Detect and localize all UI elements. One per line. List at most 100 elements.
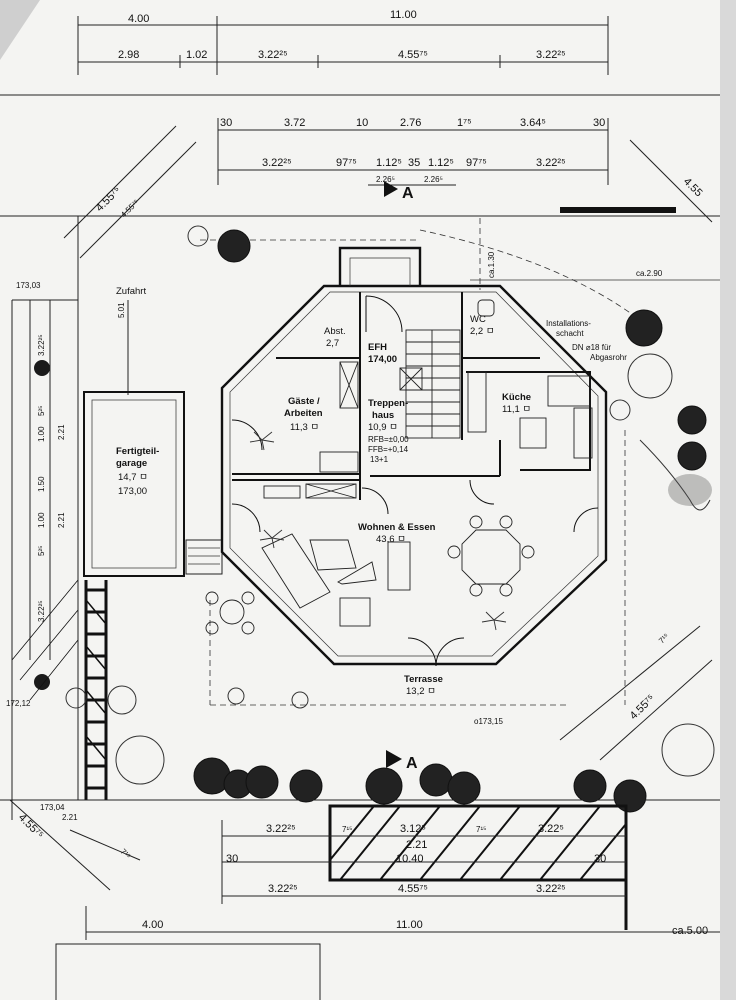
dim-4.55-top: 4.55⁷⁵: [398, 49, 428, 61]
shrub-symbol: [107, 685, 137, 715]
section-letter-bottom: A: [406, 755, 418, 772]
dim-30-left: 30: [220, 117, 232, 129]
hatched-foundation: [328, 804, 628, 930]
dim-3.22-row4-right: 3.22²⁵: [536, 157, 566, 169]
dim-30-bottom-left: 30: [226, 853, 238, 865]
shrub-symbol: [187, 225, 209, 247]
dim-2.21-left-b: 2.21: [57, 512, 66, 528]
garage-level: 173,00: [118, 486, 147, 497]
dim-30-bottom-right: 30: [594, 853, 606, 865]
indoor-plants: [249, 431, 507, 631]
label-wc-area: 2,2 ㅁ: [470, 326, 495, 337]
installation-line-4: Abgasrohr: [590, 353, 627, 362]
label-ffb: FFB=+0,14: [368, 445, 409, 454]
dim-3.22-top-right: 3.22²⁵: [536, 49, 566, 61]
dim-4.00-bottom: 4.00: [142, 919, 163, 931]
garage-name-1: Fertigteil-: [116, 446, 159, 457]
dim-97.75-left: 97⁷⁵: [336, 157, 357, 169]
level-172.12: 172,12: [6, 699, 31, 708]
dim-1.50-left: 1.50: [37, 476, 46, 492]
punch-hole: [34, 674, 50, 690]
staircase: [399, 329, 461, 439]
dim-10: 10: [356, 117, 368, 129]
dim-3.22-top: 3.22²⁵: [258, 49, 288, 61]
shrub-symbol: [115, 735, 165, 785]
dim-5.01: 5.01: [117, 302, 126, 318]
doors: [231, 295, 599, 667]
garage-area: 14,7 ㅁ: [118, 472, 148, 483]
dim-11.00-bottom: 11.00: [396, 919, 423, 931]
dim-3.22-bottom-row4: 3.22²⁵: [268, 883, 298, 895]
dim-2.265-right: 2.26⁵: [424, 175, 443, 184]
tree-symbol: [677, 441, 707, 471]
paper-fold-corner: [0, 0, 40, 60]
dim-2.76: 2.76: [400, 117, 421, 129]
label-wohnen-area: 43,6 ㅁ: [376, 534, 406, 545]
dim-3.22-bottom-a: 3.22²⁵: [266, 823, 296, 835]
dim-3.645: 3.64⁵: [520, 117, 546, 129]
punch-hole: [34, 360, 50, 376]
tree-symbol: [447, 771, 481, 805]
label-abst: Abst.: [324, 326, 346, 337]
dim-1.00-left-a: 1.00: [37, 426, 46, 442]
label-wohnen-essen: Wohnen & Essen: [358, 522, 436, 533]
dim-3.22-left-bottom: 3.22²⁵: [37, 600, 46, 622]
dim-1.02: 1.02: [186, 49, 207, 61]
label-kueche: Küche: [502, 392, 531, 403]
label-gaeste-area: 11,3 ㅁ: [290, 422, 319, 433]
dim-11.00-top: 11.00: [390, 9, 417, 21]
label-efh: EFH: [368, 342, 387, 353]
furniture: [205, 299, 593, 635]
dim-5.25-left-bottom: 5²⁵: [37, 546, 46, 556]
tree-symbol: [245, 765, 279, 799]
dim-3.22-bottom-b: 3.22⁵: [538, 823, 564, 835]
scale-bar: [560, 207, 676, 213]
dim-4.55-bottom: 4.55⁷⁵: [398, 883, 428, 895]
dim-3.22-row4: 3.22²⁵: [262, 157, 292, 169]
section-marker-top: A: [384, 181, 414, 202]
shrub-symbol: [661, 723, 715, 777]
left-dimensions: 173,03 3.22²⁵ 5²⁵ 1.00 2.21 1.50 1.00 2.…: [6, 281, 78, 822]
level-173.03: 173,03: [16, 281, 41, 290]
house-outline: [220, 246, 608, 666]
dim-4.00-top: 4.00: [128, 13, 149, 25]
interior-walls: [232, 292, 591, 500]
dim-2.21-left-c: 2.21: [62, 813, 78, 822]
level-173.04: 173,04: [40, 803, 65, 812]
label-haus: haus: [372, 410, 394, 421]
label-zufahrt: Zufahrt: [116, 286, 146, 297]
dim-10.40: 10.40: [396, 853, 424, 865]
garage: Fertigteil- garage 14,7 ㅁ 173,00: [83, 391, 223, 577]
garage-name-2: garage: [116, 458, 147, 469]
label-ca-5.00: ca.5.00: [672, 925, 708, 937]
installation-line-2: schacht: [556, 329, 584, 338]
dim-1.125-left: 1.12⁵: [376, 157, 402, 169]
dim-1.00-left-b: 1.00: [37, 512, 46, 528]
label-steps: 13+1: [370, 455, 389, 464]
label-ca-1.30: ca.1.30: [487, 251, 496, 278]
label-terrasse: Terrasse: [404, 674, 443, 685]
tree-symbol: [365, 767, 403, 805]
section-marker-bottom: A: [386, 750, 418, 772]
shrub-symbol: [291, 691, 309, 709]
section-letter-top: A: [402, 185, 414, 202]
dim-1.75: 1⁷⁵: [457, 117, 472, 129]
label-treppenhaus-area: 10,9 ㅁ: [368, 422, 398, 433]
label-rfb: RFB=±0,00: [368, 435, 409, 444]
label-level-173.15: o173,15: [474, 717, 503, 726]
dim-5.25-left-top: 5²⁵: [37, 406, 46, 416]
label-efh-value: 174,00: [368, 354, 397, 365]
installation-line-3: DN ⌀18 für: [572, 343, 611, 352]
dim-7.15-bottom-b: 7¹⁵: [476, 825, 486, 834]
dim-3.125-bottom: 3.12⁵: [400, 823, 426, 835]
gravel-patch: [668, 474, 712, 506]
label-terrasse-area: 13,2 ㅁ: [406, 686, 436, 697]
tree-symbol: [677, 405, 707, 435]
shrub-symbol: [227, 687, 245, 705]
tree-symbol: [289, 769, 323, 803]
shrub-symbol: [65, 687, 87, 709]
dim-2.21-bottom: 2.21: [406, 839, 427, 851]
dim-97.75-right: 97⁷⁵: [466, 157, 487, 169]
label-arbeiten: Arbeiten: [284, 408, 323, 419]
tree-symbol: [217, 229, 251, 263]
